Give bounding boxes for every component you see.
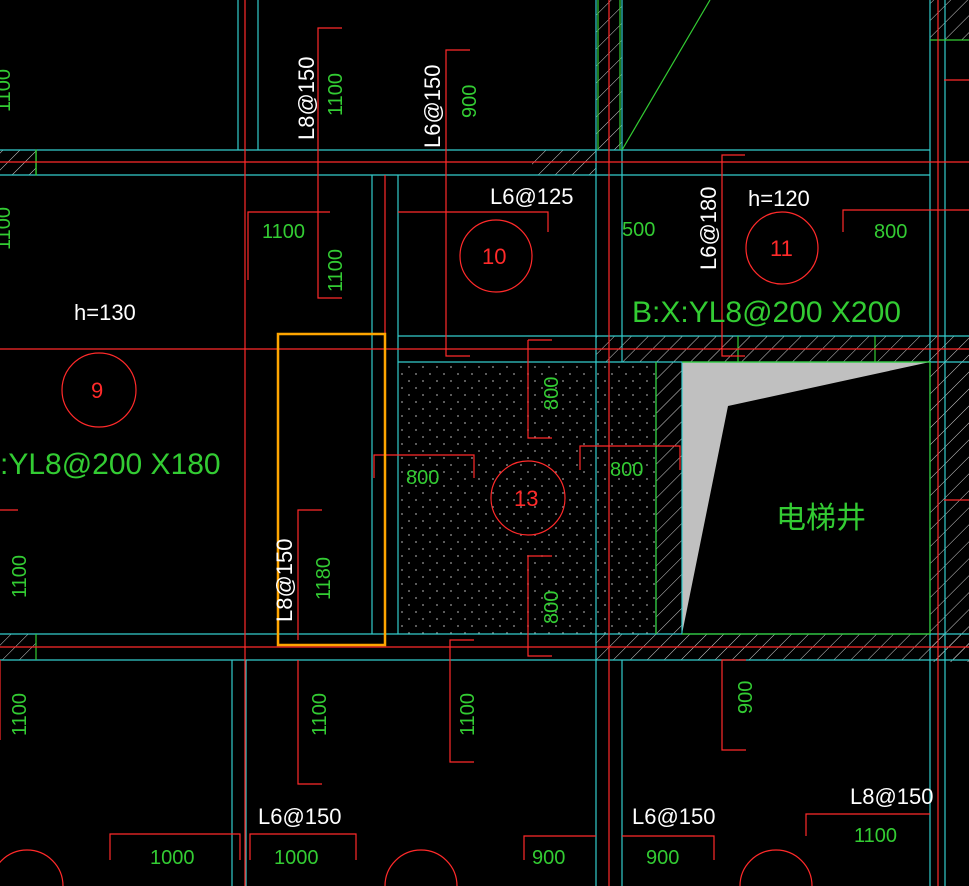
label-dim-500: 500 [622, 219, 655, 241]
label-top-dim-900: 900 [459, 85, 481, 118]
annotations: L8@150 1100 L6@150 900 L6@125 L6@180 h=1… [0, 56, 934, 869]
label-l8-150-top: L8@150 [294, 56, 319, 140]
label-dim-800-right: 800 [874, 221, 907, 243]
label-l6-150-top: L6@150 [420, 64, 445, 148]
slab-13-circle [490, 460, 566, 536]
label-left-1100-c: 1100 [9, 555, 31, 598]
wall-hatch-right-top [930, 0, 969, 40]
label-slab-13: 13 [514, 486, 538, 511]
label-yl8-180: :YL8@200 X180 [0, 448, 221, 481]
label-dim-800-c: 800 [610, 459, 643, 481]
wall-hatch-right-col [930, 362, 969, 662]
slab-13-dotted-fill [398, 362, 656, 634]
label-l6-150-bot-b: L6@150 [632, 804, 716, 829]
label-bot-1000-b: 1000 [274, 847, 319, 869]
label-dim-800-a: 800 [541, 377, 563, 410]
selection-highlight-box[interactable] [276, 332, 387, 647]
label-elevator-shaft: 电梯井 [776, 502, 866, 535]
label-l8-150-mid: L8@150 [272, 538, 297, 622]
label-slab-9: 9 [91, 378, 103, 403]
label-dim-800-b: 800 [406, 467, 439, 489]
label-slab-10: 10 [482, 244, 506, 269]
label-dim-1100-row2: 1100 [262, 221, 305, 243]
label-left-1100-b: 1100 [0, 207, 15, 250]
label-l8-150-bot: L8@150 [850, 784, 934, 809]
label-b-xy-yl8: B:X:YL8@200 X200 [632, 296, 901, 329]
label-left-1100-d: 1100 [9, 693, 31, 736]
label-bot-1000-a: 1000 [150, 847, 195, 869]
label-dim-1180: 1180 [313, 557, 335, 600]
label-slab-11: 11 [770, 236, 793, 261]
label-h-120: h=120 [748, 186, 810, 211]
slab-9-circle [61, 352, 137, 428]
label-bot-900-b: 900 [646, 847, 679, 869]
label-top-dim-1100: 1100 [325, 73, 347, 116]
slab-11-circle [745, 211, 819, 285]
label-left-1100-a: 1100 [0, 69, 15, 112]
label-l6-150-bot-a: L6@150 [258, 804, 342, 829]
label-bot-1100-b: 1100 [457, 693, 479, 736]
label-bot-1100-h: 1100 [854, 825, 897, 847]
label-l6-180: L6@180 [696, 186, 721, 270]
label-h-130: h=130 [74, 300, 136, 325]
label-dim-1100-row2-v: 1100 [325, 249, 347, 292]
outline-lines-green [35, 0, 969, 660]
slab-10-circle [459, 219, 533, 293]
label-bot-1100-a: 1100 [309, 693, 331, 736]
elevator-opening-gray-fill [682, 362, 930, 634]
label-dim-800-d: 800 [541, 591, 563, 624]
wall-hatch-elev-left [656, 362, 682, 634]
label-bot-900-a: 900 [532, 847, 565, 869]
label-l6-125: L6@125 [490, 184, 574, 209]
label-bot-900-v: 900 [735, 681, 757, 714]
